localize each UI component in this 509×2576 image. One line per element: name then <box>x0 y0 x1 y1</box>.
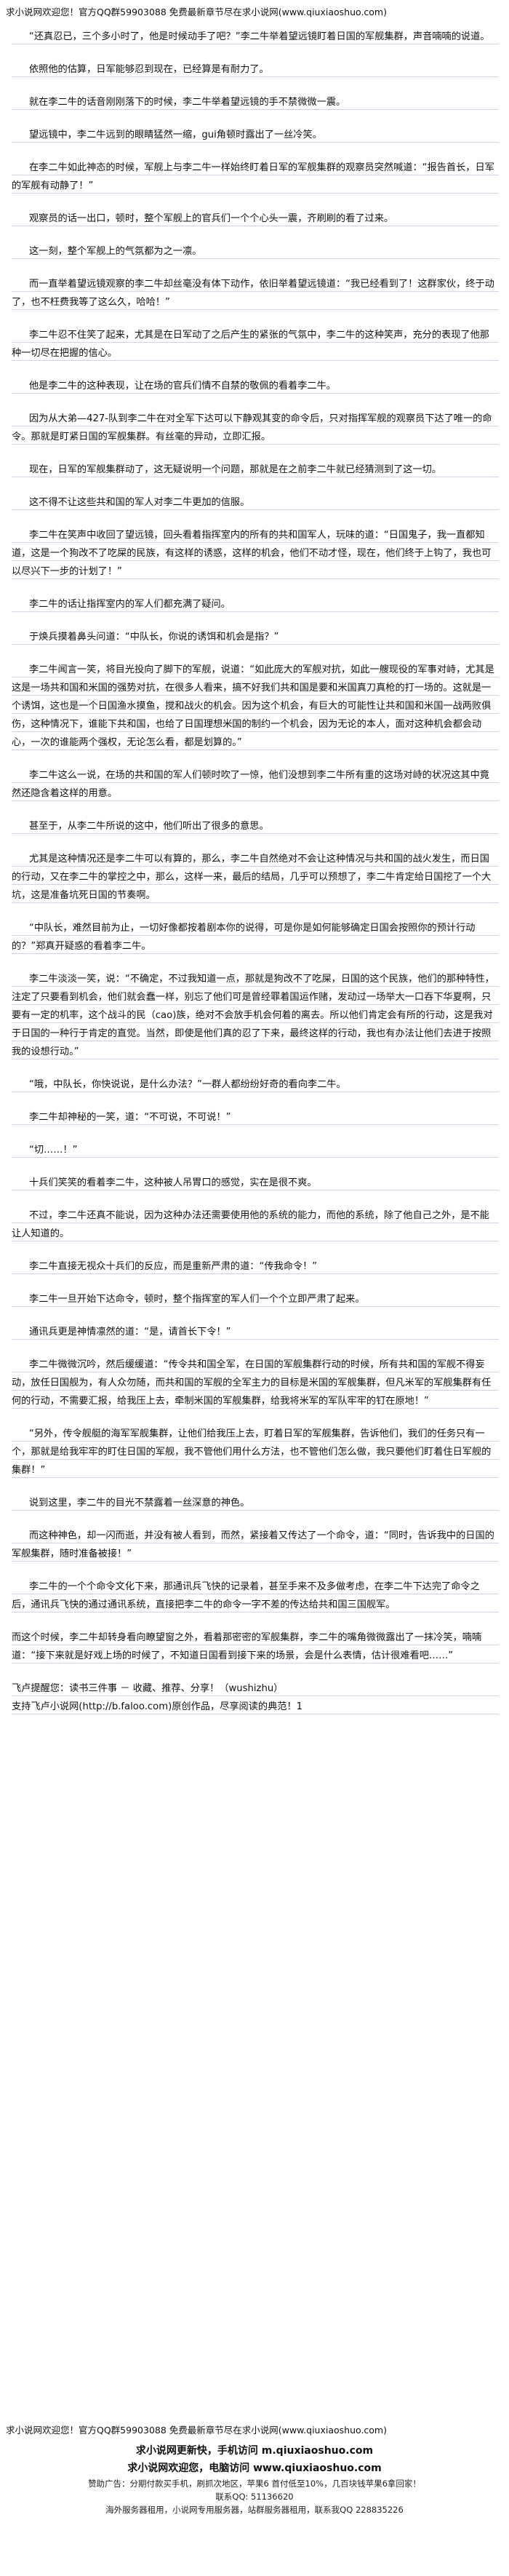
paragraph-31: 李二牛微微沉吟，然后缓缓道：“传令共和国全军，在日国的军舰集群行动的时候，所有共… <box>12 1356 499 1410</box>
contact-qq: 联系QQ: 51136620 <box>215 2492 294 2502</box>
paragraph-29: 李二牛一旦开始下达命令，顿时，整个指挥室的军人们一个个立即严肃了起来。 <box>12 1290 499 1308</box>
paragraph-20: 尤其是这种情况还是李二牛可以有算的，那么，李二牛自然绝对不会让这种情况与共和国的… <box>12 850 499 905</box>
paragraph-1: “还真忍已，三个多小时了，他是时候动手了吧？”李二牛举着望远镜盯着日国的军舰集群… <box>12 28 499 46</box>
sponsor-ad: 赞助广告：分期付款买手机，刷抓次地区，苹果6 首付低至10%，几百块钱苹果6拿回… <box>88 2478 421 2489</box>
paragraph-33: 说到这里，李二牛的目光不禁露着一丝深意的神色。 <box>12 1494 499 1512</box>
paragraph-6: 观察员的话一出口，顿时，整个军舰上的官兵们一个个心头一震，齐刷刷的看了过来。 <box>12 210 499 228</box>
paragraph-16: 于焕兵摸着鼻头问道：“中队长，你说的诱饵和机会是指？” <box>12 628 499 646</box>
paragraph-3: 就在李二牛的话音刚刚落下的时候，李二牛举着望远镜的手不禁微微一震。 <box>12 93 499 111</box>
paragraph-18: 李二牛这么一说，在场的共和国的军人们顿时吹了一惊，他们没想到李二牛所有重的这场对… <box>12 766 499 803</box>
paragraph-14: 李二牛在笑声中收回了望远镜，回头看着指挥室内的所有的共和国军人，玩味的道：“日国… <box>12 526 499 581</box>
paragraph-5: 在李二牛如此神态的时候，军舰上与李二牛一样始终盯着日军的军舰集群的观察员突然喊道… <box>12 159 499 195</box>
page-footer: 求小说网欢迎您！官方QQ群59903088 免费最新章节尽在求小说网(www.q… <box>0 2420 509 2516</box>
paragraph-7: 这一刻，整个军舰上的气氛都为之一凛。 <box>12 242 499 261</box>
paragraph-30: 通讯兵更是神情凛然的道：“是，请首长下令！” <box>12 1323 499 1341</box>
page-header: 求小说网欢迎您！官方QQ群59903088 免费最新章节尽在求小说网(www.q… <box>0 0 509 25</box>
paragraph-2: 依照他的估算，日军能够忍到现在，已经算是有耐力了。 <box>12 60 499 79</box>
paragraph-12: 现在，日军的军舰集群动了，这无疑说明一个问题，那就是在之前李二牛就已经猜测到了这… <box>12 461 499 479</box>
paragraph-9: 李二牛忍不住笑了起来，尤其是在日军动了之后产生的紧张的气氛中，李二牛的这种笑声，… <box>12 326 499 362</box>
mobile-access-slogan: 求小说网更新快，手机访问 m.qiuxiaoshuo.com <box>135 2445 374 2457</box>
footer-site-line: 求小说网欢迎您！官方QQ群59903088 免费最新章节尽在求小说网(www.q… <box>6 2425 387 2436</box>
paragraph-8: 而一直举着望远镜观察的李二牛却丝毫没有体下动作，依旧举着望远镜道：“我已经看到了… <box>12 275 499 311</box>
paragraph-4: 望远镜中，李二牛远到的眼睛猛然一缩，gui角顿时露出了一丝冷笑。 <box>12 126 499 144</box>
paragraph-34: 而这种神色，却一闪而逝，并没有被人看到，而然，紧接着又传达了一个命令，道：“同时… <box>12 1527 499 1563</box>
paragraph-22: 李二牛淡淡一笑，说：“不确定，不过我知道一点，那就是狗改不了吃屎，日国的这个民族… <box>12 970 499 1061</box>
paragraph-35: 李二牛的一个个命令文化下来，那通讯兵飞快的记录着，甚至手来不及多做考虑，在李二牛… <box>12 1578 499 1614</box>
paragraph-13: 这不得不让这些共和国的军人对李二牛更加的信服。 <box>12 493 499 512</box>
chapter-content: “还真忍已，三个多小时了，他是时候动手了吧？”李二牛举着望远镜盯着日国的军舰集群… <box>0 25 509 1716</box>
paragraph-26: 十兵们笑笑的看着李二牛，这种被人吊胃口的感觉，实在是很不爽。 <box>12 1174 499 1192</box>
paragraph-28: 李二牛直接无视众十兵们的反应，而是重新严肃的道：“传我命令！” <box>12 1257 499 1276</box>
header-text: 求小说网欢迎您！官方QQ群59903088 免费最新章节尽在求小说网(www.q… <box>6 7 387 17</box>
book-id: 支持飞卢小说网(http://b.faloo.com)原创作品，尽享阅读的典范！… <box>12 1698 499 1716</box>
paragraph-17: 李二牛闻言一笑，将目光投向了脚下的军舰，说道：“如此庞大的军舰对抗，如此一艘现役… <box>12 661 499 752</box>
desktop-access-slogan: 求小说网欢迎您，电脑访问 www.qiuxiaoshuo.com <box>127 2462 382 2474</box>
paragraph-11: 因为从大弟—427-队到李二牛在对全军下达可以下静观其变的命令后，只对指挥军舰的… <box>12 410 499 446</box>
paragraph-19: 甚至于，从李二牛所说的这中，他们听出了很多的意思。 <box>12 817 499 835</box>
paragraph-10: 他是李二牛的这种表现，让在场的官兵们情不自禁的敬佩的看着李二牛。 <box>12 377 499 395</box>
server-ad: 海外服务器租用，小说网专用服务器，站群服务器租用，联系我QQ 228835226 <box>105 2505 404 2515</box>
paragraph-15: 李二牛的话让指挥室内的军人们都充满了疑问。 <box>12 595 499 613</box>
support-note: 飞卢提醒您：读书三件事 － 收藏、推荐、分享！（wushizhu） <box>12 1679 499 1698</box>
paragraph-23: “哦，中队长，你快说说，是什么办法？”一群人都纷纷好奇的看向李二牛。 <box>12 1076 499 1094</box>
paragraph-25: “切……！” <box>12 1141 499 1159</box>
reading-tip: 而这个时候，李二牛却转身看向瞭望窗之外，看着那密密的军舰集群，李二牛的嘴角微微露… <box>12 1629 499 1665</box>
paragraph-21: “中队长，难然目前为止，一切好像都按着剧本你的说得，可是你是如何能够确定日国会按… <box>12 919 499 955</box>
paragraph-27: 不过，李二牛还真不能说，因为这种办法还需要使用他的系统的能力，而他的系统，除了他… <box>12 1206 499 1243</box>
paragraph-32: “另外，传令舰艇的海军军舰集群，让他们给我压上去，盯着日军的军舰集群，告诉他们，… <box>12 1425 499 1479</box>
paragraph-24: 李二牛却神秘的一笑，道：“不可说，不可说！” <box>12 1108 499 1126</box>
